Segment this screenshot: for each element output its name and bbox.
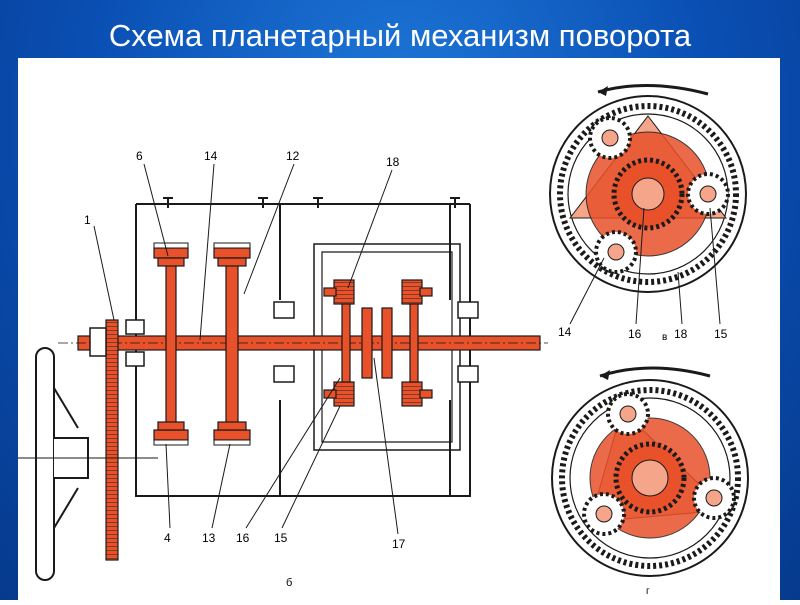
caption-g: г [646,586,650,597]
planetary-view-top [549,83,747,293]
leader-lines [93,163,399,535]
gear-1 [105,319,119,561]
label-14: 14 [204,149,218,163]
brake-drum-6 [153,247,189,441]
label-18: 18 [386,155,400,169]
caption-v: в [662,332,667,343]
label-13: 13 [202,531,216,545]
top-label-18: 18 [674,327,688,341]
brake-drum-12 [213,247,251,441]
caption-b: б [286,577,292,589]
label-12: 12 [286,149,300,163]
label-16: 16 [236,531,250,545]
planetary-mechanism-diagram: 1 6 14 12 18 4 13 16 15 17 б 14 16 18 15… [18,83,749,597]
diagram-panel: 1 6 14 12 18 4 13 16 15 17 б 14 16 18 15… [18,58,780,600]
bearings [125,301,479,383]
slide-title: Схема планетарный механизм поворота [108,18,692,53]
main-shaft [77,335,541,351]
label-15: 15 [274,531,288,545]
top-view-leaders [569,207,721,325]
planetary-view-bottom [551,366,749,577]
top-label-14: 14 [558,325,572,339]
label-4: 4 [164,531,171,545]
fan-wheel [18,347,158,581]
label-1: 1 [84,213,91,227]
top-label-16: 16 [628,327,642,341]
label-6: 6 [136,149,143,163]
top-label-15: 15 [714,327,728,341]
label-17: 17 [392,537,406,551]
